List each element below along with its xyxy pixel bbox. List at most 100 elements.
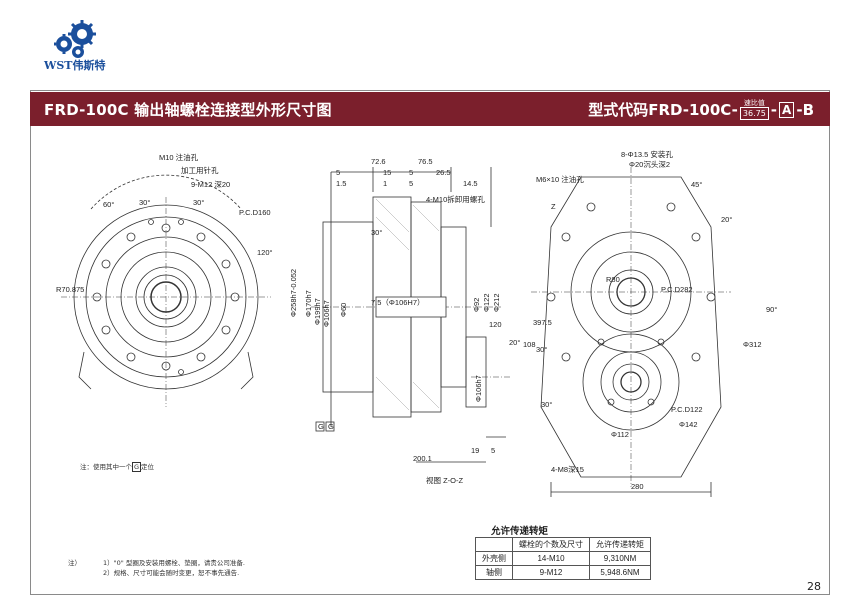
locate-note-tail: 定位: [141, 463, 155, 471]
type-code: 型式代码FRD-100C- 速比值 36.75 - A - B: [588, 99, 814, 120]
label-d312: Φ312: [743, 340, 762, 349]
table-cell: 9-M12: [512, 565, 590, 580]
footnote-2: 2）规格、尺寸可能会随时变更，恕不事先通告.: [103, 569, 240, 577]
table-cell: 14-M10: [512, 551, 590, 566]
table-header-cell: 螺栓的个数及尺寸: [512, 537, 590, 552]
label-angle-20: 20°: [509, 338, 520, 347]
label-angle-30r1: 30°: [536, 345, 547, 354]
label-z: Z: [551, 202, 556, 211]
label-m6-oil-hole: M6×10 注油孔: [536, 174, 584, 184]
footnote-title: 注）: [68, 559, 81, 567]
label-r70875: R70.875: [56, 285, 84, 294]
label-angle-30: 30°: [371, 228, 382, 237]
dim-d60: Φ60: [339, 303, 348, 317]
label-pcd122: P.C.D122: [671, 405, 703, 414]
label-angle-60: 60°: [103, 200, 114, 209]
label-angle-90: 90°: [766, 305, 777, 314]
dim-d212: Φ212: [492, 294, 501, 313]
label-d112: Φ112: [611, 430, 629, 439]
footnote-1: 1）"0" 型圈及安装用螺栓、垫圈，请贵公司准备.: [103, 559, 245, 567]
datum-g-b: G: [328, 422, 334, 431]
technical-drawing: M10 注油孔 加工用针孔 9-M12 深20 60° 30° 30° P.C.…: [56, 149, 777, 497]
dim-1-5: 1.5: [336, 179, 346, 188]
dim-5b: 5: [409, 168, 413, 177]
dim-397-5: 397.5: [533, 318, 552, 327]
dim-108: 108: [523, 340, 536, 349]
torque-table: 螺栓的个数及尺寸 允许传递转矩 外壳侧 14-M10 9,310NM 轴侧 9-…: [475, 537, 651, 580]
right-end-view: [531, 167, 731, 497]
dim-5a: 5: [336, 168, 340, 177]
title-bar: FRD-100C 输出轴螺栓连接型外形尺寸图 型式代码FRD-100C- 速比值…: [30, 92, 830, 126]
label-oil-hole: M10 注油孔: [159, 152, 199, 162]
type-code-prefix: 型式代码FRD-100C-: [588, 101, 738, 119]
label-counterbore: Φ20沉头深2: [629, 159, 670, 169]
dim-d122: Φ122: [482, 294, 491, 313]
dim-19: 19: [471, 446, 479, 455]
label-tapped-holes: 9-M12 深20: [191, 180, 230, 189]
brand-name: WST伟斯特: [44, 59, 106, 72]
left-end-view: [61, 174, 271, 407]
label-bore: 7.5（Φ106H7）: [371, 298, 425, 307]
dim-5c: 5: [409, 179, 413, 188]
option-a: A: [779, 101, 795, 118]
torque-table-title: 允许传递转矩: [491, 526, 549, 537]
left-bolt-holes: [92, 219, 240, 375]
label-r80: R80: [606, 275, 620, 284]
table-row: 轴侧 9-M12 5,948.6NM: [475, 565, 651, 580]
label-mount-holes: 8-Φ13.5 安装孔: [621, 149, 673, 159]
dim-120: 120: [489, 320, 502, 329]
code-separator-1: -: [770, 100, 778, 119]
dim-d92: Φ92: [472, 298, 481, 312]
label-angle-20r: 20°: [721, 215, 732, 224]
code-separator-2: -: [796, 100, 803, 119]
ratio-value: 36.75: [739, 107, 769, 120]
label-angle-30a: 30°: [139, 198, 150, 207]
view-label: 视图 Z-O-Z: [426, 475, 463, 485]
dim-5d: 5: [491, 446, 495, 455]
dim-15: 15: [383, 168, 391, 177]
section-view: [311, 167, 511, 463]
dim-d199: Φ199h7: [313, 298, 322, 325]
dim-200-1: 200.1: [413, 454, 432, 463]
label-m8-holes: 4-M8深15: [551, 465, 584, 474]
label-angle-30b: 30°: [193, 198, 204, 207]
option-b: B: [802, 100, 814, 119]
table-header-cell: [475, 537, 513, 552]
table-header-row: 螺栓的个数及尺寸 允许传递转矩: [475, 537, 651, 552]
label-pin-hole: 加工用针孔: [181, 165, 219, 175]
right-bolt-holes: [546, 202, 716, 406]
datum-g-a: G: [318, 422, 324, 431]
table-cell: 5,948.6NM: [589, 565, 651, 580]
ratio-box: 速比值 36.75: [739, 99, 769, 120]
table-row: 外壳侧 14-M10 9,310NM: [475, 551, 651, 566]
dim-280: 280: [631, 482, 644, 491]
page-title: FRD-100C 输出轴螺栓连接型外形尺寸图: [44, 101, 332, 119]
label-angle-30r2: 30°: [541, 400, 552, 409]
dim-14-5: 14.5: [463, 179, 478, 188]
label-pcd160: P.C.D160: [239, 208, 271, 217]
dim-26-5: 26.5: [436, 168, 451, 177]
dim-d106a: Φ106h7: [322, 300, 331, 327]
locate-note-boxed: G: [132, 462, 142, 472]
dim-d170: Φ170h7: [304, 290, 313, 317]
ratio-caption: 速比值: [743, 99, 765, 107]
label-d142: Φ142: [679, 420, 698, 429]
dim-d106b: Φ106h7: [474, 375, 483, 402]
table-cell: 外壳侧: [475, 551, 513, 566]
dim-d258: Φ258h7-0.052: [289, 269, 298, 317]
dim-76-5: 76.5: [418, 157, 433, 166]
page-number: 28: [807, 580, 821, 593]
label-removal-holes: 4-M10拆卸用螺孔: [426, 194, 485, 204]
locate-note-text: 注：使用其中一个: [80, 463, 132, 471]
table-cell: 轴侧: [475, 565, 513, 580]
wst-logo: [54, 20, 96, 58]
label-angle-45: 45°: [691, 180, 702, 189]
dim-1: 1: [383, 179, 387, 188]
drawing-frame: [30, 90, 830, 595]
label-pcd282: P.C.D282: [661, 285, 693, 294]
table-header-cell: 允许传递转矩: [589, 537, 651, 552]
table-cell: 9,310NM: [589, 551, 651, 566]
dim-72-6: 72.6: [371, 157, 386, 166]
label-angle-120: 120°: [257, 248, 273, 257]
